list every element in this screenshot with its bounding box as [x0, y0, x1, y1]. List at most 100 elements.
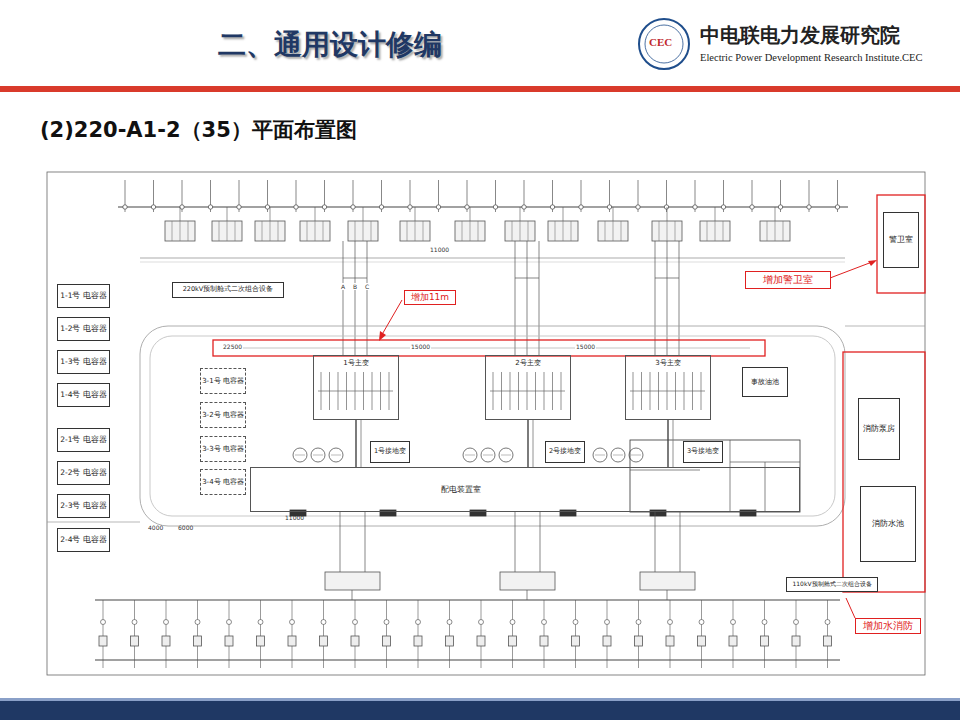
insulator-symbol — [416, 620, 421, 625]
capacitor-box: 2-4号 电容器 — [57, 528, 110, 552]
wire-line — [331, 455, 341, 456]
dimension-text: 11000 — [430, 246, 449, 253]
insulator-symbol — [721, 205, 725, 209]
foundation-block — [560, 510, 576, 516]
switch-symbol — [666, 636, 674, 646]
insulator-symbol — [693, 205, 697, 209]
wire-line — [775, 207, 776, 221]
phase-letter: C — [364, 283, 370, 290]
cable-fan — [329, 448, 343, 462]
switch-symbol — [446, 636, 454, 646]
wire-line — [613, 221, 614, 241]
switchgear-bay — [700, 221, 730, 241]
wire-line — [621, 221, 622, 241]
switch-symbol — [792, 636, 800, 646]
institute-name-en: Electric Power Development Research Inst… — [700, 52, 922, 63]
insulator-symbol — [321, 620, 326, 625]
wire-line — [352, 590, 353, 600]
wire-line — [512, 221, 513, 241]
road-edge — [845, 326, 925, 327]
gantry-pole — [197, 600, 198, 668]
insulator-symbol — [835, 205, 839, 209]
switchgear-bay — [400, 221, 430, 241]
insulator-symbol — [227, 620, 232, 625]
switchgear-bay — [548, 221, 578, 241]
wire-line — [219, 221, 220, 241]
phase-wire — [679, 241, 680, 355]
switchgear-bay — [325, 572, 380, 590]
logo-text: CEC — [649, 36, 672, 48]
cable-fan — [629, 448, 643, 462]
gantry-pole — [544, 600, 545, 668]
node-text: 1-4号 电容器 — [60, 391, 107, 400]
room-wall — [630, 470, 700, 471]
leader-arrowhead — [379, 331, 386, 341]
highlight-region — [843, 352, 925, 592]
node-text: 220kV预制舱式二次组合设备 — [183, 286, 274, 293]
leader-line — [846, 598, 855, 618]
road-edge — [140, 262, 845, 263]
wire-line — [180, 221, 181, 241]
insulator-symbol — [258, 620, 263, 625]
wire-line — [235, 221, 236, 241]
insulator-symbol — [132, 620, 137, 625]
gantry-pole — [670, 600, 671, 668]
capacitor-box: 1-2号 电容器 — [57, 317, 110, 341]
node-text: 1-2号 电容器 — [60, 325, 107, 334]
phase-wire — [515, 278, 539, 279]
header-rule — [0, 86, 960, 92]
node-text: 3-4号 电容器 — [202, 478, 244, 486]
switch-symbol — [131, 636, 139, 646]
equipment-box: 110kV预制舱式二次组合设备 — [786, 577, 878, 592]
gantry-pole — [512, 600, 513, 668]
insulator-symbol — [522, 205, 526, 209]
wire-line — [501, 455, 511, 456]
insulator-symbol — [237, 205, 241, 209]
gantry-pole — [292, 600, 293, 668]
insulator-symbol — [447, 620, 452, 625]
phase-wire — [515, 241, 516, 355]
insulator-symbol — [762, 620, 767, 625]
node-text: 警卫室 — [889, 235, 913, 244]
highlight-region — [877, 195, 925, 293]
switchgear-bay — [598, 221, 628, 241]
node-text: 配电装置室 — [441, 485, 481, 494]
insulator-symbol — [384, 620, 389, 625]
insulator-symbol — [151, 205, 155, 209]
foundation-block — [740, 510, 756, 516]
cable-connector — [355, 420, 356, 467]
node-text: 2-1号 电容器 — [60, 436, 107, 445]
wire-line — [707, 221, 708, 241]
insulator-symbol — [807, 205, 811, 209]
radiator-fin — [490, 391, 565, 392]
wire-line — [355, 221, 356, 241]
oil-pit-box: 事故油池 — [742, 367, 788, 397]
cable-connector — [673, 420, 674, 467]
switch-symbol — [99, 636, 107, 646]
transformer-box: 2号主变 — [485, 355, 571, 420]
annotation-box: 增加警卫室 — [745, 271, 831, 289]
cable-fan — [593, 448, 607, 462]
node-text: 事故油池 — [751, 378, 779, 386]
node-text: 2号接地变 — [549, 448, 581, 455]
gantry-pole — [638, 600, 639, 668]
drawing-frame — [47, 172, 925, 675]
node-text: 2-2号 电容器 — [60, 469, 107, 478]
road-edge — [140, 258, 845, 259]
gantry-pole — [166, 600, 167, 668]
node-text: 3号主变 — [653, 359, 682, 367]
switch-symbol — [288, 636, 296, 646]
bus-line — [95, 599, 840, 600]
switch-symbol — [729, 636, 737, 646]
phase-wire — [355, 241, 356, 355]
switch-symbol — [540, 636, 548, 646]
switch-symbol — [194, 636, 202, 646]
dimension-text: 22500 — [222, 343, 243, 350]
gantry-pole — [418, 600, 419, 668]
insulator-symbol — [322, 205, 326, 209]
gantry-pole — [260, 600, 261, 668]
gantry-pole — [607, 600, 608, 668]
switch-symbol — [509, 636, 517, 646]
wire-line — [415, 221, 416, 241]
